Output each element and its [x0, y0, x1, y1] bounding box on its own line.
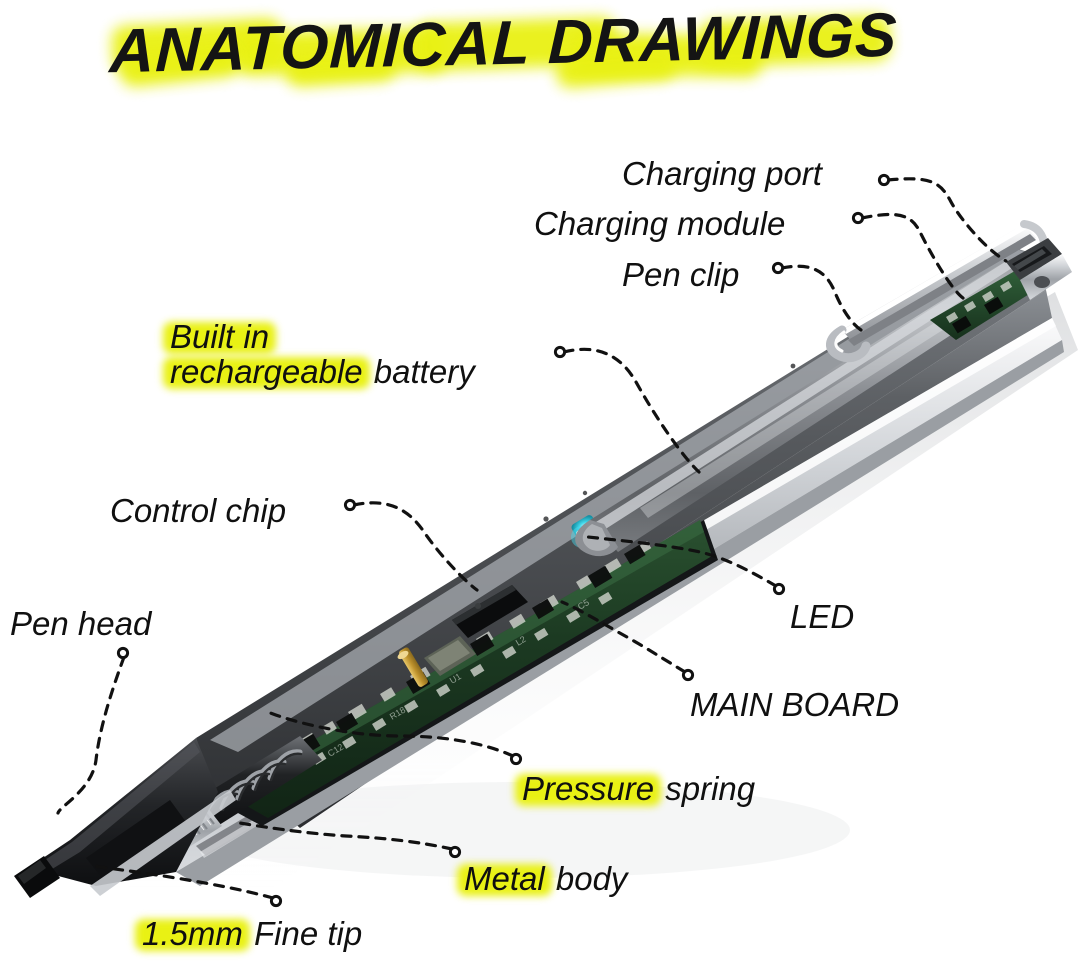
- leader-dot-pressure-spring: [509, 752, 523, 766]
- charging-port: [1006, 238, 1062, 280]
- body-vents: [543, 363, 796, 522]
- tail-cap: [1020, 254, 1072, 300]
- battery: [575, 258, 1026, 557]
- label-fine-tip: 1.5mm Fine tip: [140, 915, 363, 952]
- gold-pin: [397, 647, 428, 687]
- leader-pen-clip: [780, 264, 863, 332]
- label-charging-module: Charging module: [534, 205, 786, 242]
- leader-dot-charging-port: [877, 173, 891, 187]
- pen-head: [14, 738, 236, 898]
- label-main-board: MAIN BOARD: [690, 686, 900, 723]
- leader-dot-control-chip: [343, 498, 357, 512]
- label-battery-line1: Built in: [170, 318, 270, 355]
- label-metal-body-highlighted: Metal: [464, 860, 545, 897]
- label-control-chip: Control chip: [110, 492, 287, 529]
- leader-dot-metal-body: [448, 845, 462, 859]
- leader-dot-main-board: [681, 668, 695, 682]
- svg-text:L2: L2: [514, 634, 528, 648]
- label-pressure-spring-highlighted: Pressure: [522, 770, 655, 807]
- charging-module: [930, 268, 1042, 340]
- label-metal-body-plain: body: [546, 860, 628, 897]
- fine-tip: [14, 856, 60, 898]
- label-battery-line2-plain: battery: [364, 352, 475, 390]
- leader-dot-pen-head: [116, 646, 130, 660]
- leader-dot-pen-clip: [771, 261, 785, 275]
- label-fine-tip-plain: Fine tip: [244, 915, 363, 952]
- leader-dot-fine-tip: [269, 894, 283, 908]
- leader-metal-body: [238, 821, 454, 851]
- shield-can: [424, 636, 476, 676]
- leader-main-board: [560, 600, 687, 674]
- leader-control-chip: [352, 501, 479, 592]
- leader-pressure-spring: [266, 710, 515, 758]
- pen-clip: [826, 220, 1048, 363]
- leader-dot-charging-module: [851, 211, 865, 225]
- leader-led: [586, 535, 778, 588]
- label-battery-line2-highlighted: rechargeable: [170, 352, 363, 390]
- label-pen-head: Pen head: [10, 605, 152, 642]
- label-fine-tip-highlighted: 1.5mm: [142, 915, 243, 952]
- label-built-in-rechargeable-battery: Built in rechargeable battery: [168, 318, 588, 390]
- control-chip: [452, 585, 528, 638]
- label-charging-port: Charging port: [622, 155, 822, 192]
- leader-charging-module: [860, 212, 965, 300]
- leader-pen-head: [56, 655, 126, 815]
- label-metal-body: Metal body: [462, 860, 628, 897]
- label-pen-clip: Pen clip: [622, 256, 740, 293]
- leader-dot-led: [772, 582, 786, 596]
- label-pressure-spring-plain: spring: [656, 770, 756, 807]
- label-led: LED: [790, 598, 855, 635]
- leader-charging-port: [886, 177, 1008, 263]
- leader-battery: [562, 347, 701, 474]
- leader-fine-tip: [92, 864, 275, 900]
- leader-dot-battery: [553, 345, 567, 359]
- label-pressure-spring: Pressure spring: [520, 770, 756, 807]
